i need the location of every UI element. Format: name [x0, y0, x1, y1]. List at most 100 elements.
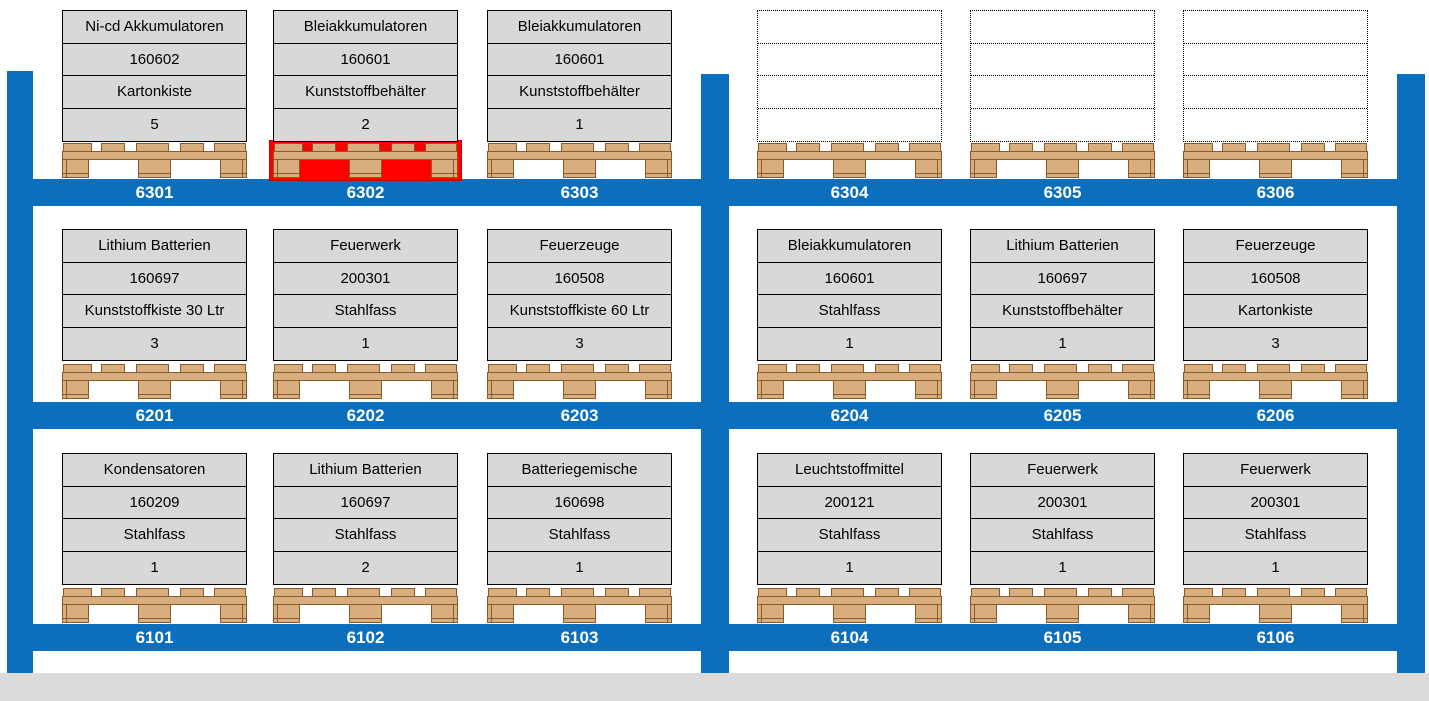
pallet-foot: [138, 604, 171, 623]
label-material-number: 200301: [1184, 487, 1367, 519]
pallet-foot: [1128, 159, 1155, 178]
location-number: 6202: [346, 406, 385, 425]
pallet-foot: [915, 604, 942, 623]
label-material: Bleiakkumulatoren: [758, 230, 941, 263]
label-container-type: [758, 76, 941, 109]
pallet-foot: [220, 604, 247, 623]
label-container-type: Kunststoffkiste 60 Ltr: [488, 295, 671, 328]
pallet-foot: [645, 159, 672, 178]
location-number: 6105: [1043, 628, 1082, 647]
pallet-foot: [220, 159, 247, 178]
label-material-number: 200301: [274, 263, 457, 295]
label-material-number: 160697: [274, 487, 457, 519]
pallet-foot: [431, 380, 458, 399]
location-number: 6106: [1256, 628, 1295, 647]
pallet-graphic: [62, 143, 247, 178]
label-container-type: Kartonkiste: [1184, 295, 1367, 328]
pallet-foot: [1183, 380, 1210, 399]
empty-slot-label[interactable]: [970, 10, 1155, 142]
location-number: 6205: [1043, 406, 1082, 425]
pallet-graphic: [970, 143, 1155, 178]
location-number: 6306: [1256, 183, 1295, 202]
pallet-foot: [1183, 159, 1210, 178]
pallet-foot: [833, 604, 866, 623]
location-number: 6301: [135, 183, 174, 202]
pallet-foot: [645, 380, 672, 399]
label-container-type: Stahlfass: [758, 295, 941, 328]
empty-slot-label[interactable]: [1183, 10, 1368, 142]
pallet-foot: [1259, 604, 1292, 623]
label-material-number: [971, 44, 1154, 76]
rack-post-left: [7, 71, 33, 673]
label-material: [758, 11, 941, 44]
storage-slot-6305[interactable]: 6305: [970, 10, 1155, 206]
location-number: 6303: [560, 183, 599, 202]
pallet-graphic: [273, 588, 458, 623]
label-material-number: 160697: [63, 263, 246, 295]
label-material: Kondensatoren: [63, 454, 246, 487]
pallet-foot: [757, 380, 784, 399]
storage-slot-6306[interactable]: 6306: [1183, 10, 1368, 206]
label-material: [971, 11, 1154, 44]
rack-post-middle: [701, 74, 729, 673]
pallet-foot: [1128, 604, 1155, 623]
label-material-number: [758, 44, 941, 76]
pallet-foot: [915, 159, 942, 178]
label-quantity: 2: [361, 115, 370, 133]
pallet-foot: [1259, 380, 1292, 399]
pallet-graphic: [757, 588, 942, 623]
pallet-foot: [833, 159, 866, 178]
label-quantity: 1: [1058, 334, 1067, 352]
pallet-foot: [1128, 380, 1155, 399]
label-container-type: Kunststoffbehälter: [971, 295, 1154, 328]
pallet-foot: [757, 159, 784, 178]
pallet-graphic: [1183, 364, 1368, 399]
pallet-foot: [273, 380, 300, 399]
pallet-foot: [1341, 604, 1368, 623]
pallet-foot: [563, 604, 596, 623]
label-container-type: Stahlfass: [274, 519, 457, 552]
label-quantity: 3: [1271, 334, 1280, 352]
empty-slot-label[interactable]: [757, 10, 942, 142]
pallet-foot: [273, 604, 300, 623]
pallet-foot: [487, 159, 514, 178]
label-quantity: 5: [150, 115, 159, 133]
label-quantity: 1: [845, 558, 854, 576]
label-container-type: Stahlfass: [63, 519, 246, 552]
location-number: 6102: [346, 628, 385, 647]
storage-slot-6304[interactable]: 6304: [757, 10, 942, 206]
label-material: Lithium Batterien: [971, 230, 1154, 263]
pallet-foot: [645, 604, 672, 623]
pallet-foot: [1183, 604, 1210, 623]
